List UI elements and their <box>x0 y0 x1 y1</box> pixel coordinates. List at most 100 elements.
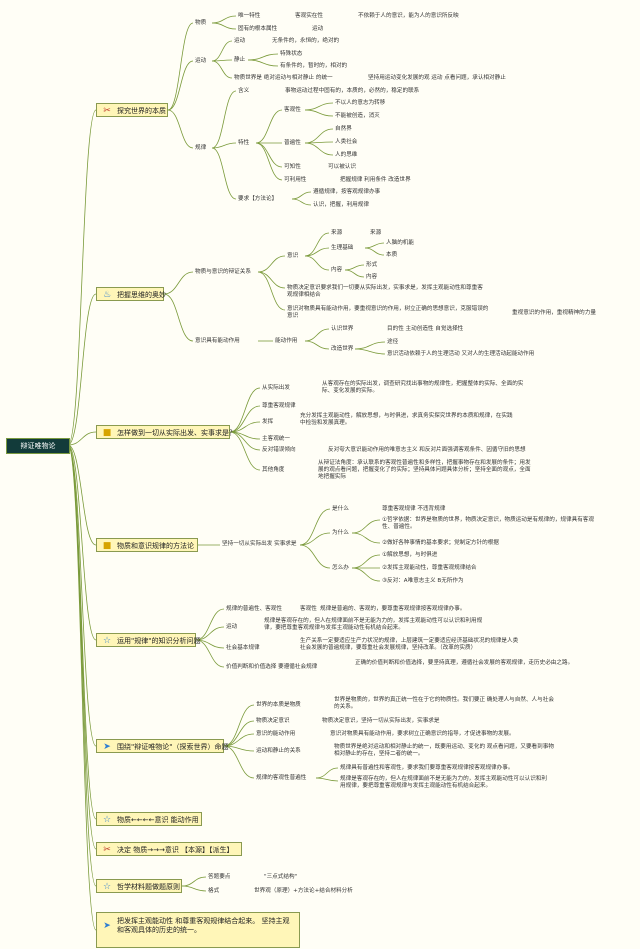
node[interactable]: 来源 <box>331 230 343 236</box>
node[interactable]: 规律是客观存在的，但人在规律面前不是无能为力的，发挥主观能动性可以认识和利用规律… <box>340 776 547 789</box>
node[interactable]: 改造世界 <box>331 346 354 352</box>
node[interactable]: 客观实在性 <box>295 13 323 19</box>
node[interactable]: 世界的本质是物质 <box>256 702 301 708</box>
node[interactable]: 规律的普遍性、客观性 <box>226 606 282 612</box>
node[interactable]: 重视意识的作用，重视精神的力量 <box>512 310 596 316</box>
node[interactable]: ②做好各种事情的基本要求；党制定方针的根据 <box>382 540 499 546</box>
node[interactable]: 人类社会 <box>335 139 358 145</box>
node[interactable]: 意识 <box>287 253 299 259</box>
node[interactable]: 特性 <box>238 140 250 146</box>
node[interactable]: 形式 <box>366 262 378 268</box>
node[interactable]: 运动 <box>226 624 238 630</box>
node[interactable]: "三点式结构" <box>264 874 298 880</box>
node[interactable]: 目的性 主动创造性 自觉选择性 <box>387 326 464 332</box>
node[interactable]: 从实际出发 <box>262 385 290 391</box>
node[interactable]: 规律是客观存在的，但人在规律面前不是无能为力的，发挥主观能动性可以认识和利用规律… <box>264 618 483 631</box>
node[interactable]: 事物运动过程中固有的，本质的，必然的，稳定的联系 <box>285 88 420 94</box>
node[interactable]: 来源 <box>370 230 382 236</box>
node[interactable]: 怎么办 <box>332 565 349 571</box>
node[interactable]: 规律是普遍的、客观的，要尊重客观规律按客观规律办事。 <box>320 606 466 612</box>
node[interactable]: 无条件的，永恒的，绝对的 <box>272 38 340 44</box>
node[interactable]: 主客观统一 <box>262 436 290 442</box>
node[interactable]: 特殊状态 <box>280 51 303 57</box>
node[interactable]: 客观性 <box>284 107 301 113</box>
branch-consciousness-reaction[interactable]: ☆物质←←←←意识 能动作用 <box>96 812 202 826</box>
node[interactable]: 物质世界是 绝对运动与相对静止 的统一 <box>234 75 333 81</box>
node[interactable]: 发挥 <box>262 419 274 425</box>
node[interactable]: 有条件的，暂时的，相对的 <box>280 63 348 69</box>
branch-combine-subjective-objective[interactable]: ➤把发挥主观能动性 和尊重客观规律结合起来。 坚持主观和客观具体的历史的统一。 <box>96 912 300 948</box>
node[interactable]: 规律的客观性普遍性 <box>256 775 307 781</box>
node[interactable]: 内容 <box>366 274 378 280</box>
branch-explore-world[interactable]: ✂探究世界的本质 <box>96 103 168 117</box>
node[interactable]: 反对错误倾向 <box>262 447 296 453</box>
node[interactable]: 从客观存在的实际出发，调查研究找出事物的规律性，把握整体的实际、全面的实际、变化… <box>322 381 524 394</box>
node[interactable]: 固有的根本属性 <box>238 26 278 32</box>
root-node[interactable]: 辩证唯物论 <box>6 438 70 454</box>
branch-seek-truth[interactable]: ■怎样做到一切从实际出发、实事求是？ <box>96 425 236 439</box>
node[interactable]: 尊重客观规律 不违背规律 <box>382 506 446 512</box>
node[interactable]: 可知性 <box>284 164 301 170</box>
node[interactable]: 不以人的意志为转移 <box>335 100 386 106</box>
node[interactable]: 从辩证法角度：承认联系的客观性普遍性和多样性，把握事物存在和发展的条件；用发展的… <box>318 460 531 480</box>
node[interactable]: 要求【方法论】 <box>238 196 278 202</box>
node[interactable]: 物质决定意识要求我们一切要从实际出发，实事求是，发挥主观能动性和尊重客观规律相结… <box>287 285 483 298</box>
node[interactable]: 可利用性 <box>284 177 307 183</box>
node[interactable]: 可以被认识 <box>328 164 356 170</box>
node[interactable]: 运动 <box>234 38 246 44</box>
node[interactable]: ①解放思想，与时俱进 <box>382 552 438 558</box>
node[interactable]: 意识活动依赖于人的生理活动 又对人的生理活动起能动作用 <box>387 351 535 357</box>
node[interactable]: 人脑的机能 <box>386 240 414 246</box>
node-motion[interactable]: 运动 <box>195 58 207 64</box>
node[interactable]: 格式 <box>208 888 220 894</box>
branch-matter-determines[interactable]: ✂决定 物质→→→意识 【本源】【派生】 <box>96 842 242 856</box>
node[interactable]: 坚持一切从实际出发 实事求是 <box>222 541 297 547</box>
node[interactable]: 遵循规律，按客观规律办事 <box>313 189 381 195</box>
node[interactable]: ①哲学依据：世界是物质的世界，物质决定意识，物质运动是有规律的，规律具有客观性、… <box>382 517 594 530</box>
node[interactable]: 能动作用 <box>275 338 298 344</box>
node-matter[interactable]: 物质 <box>195 20 207 26</box>
node[interactable]: 答题要点 <box>208 874 231 880</box>
node[interactable]: 尊重客观规律 <box>262 403 296 409</box>
node[interactable]: 本质 <box>386 252 398 258</box>
node[interactable]: 价值判断和价值选择 要遵循社会规律 <box>226 664 318 670</box>
node[interactable]: ②发挥主观能动性，尊重客观规律结合 <box>382 565 477 571</box>
branch-apply-law[interactable]: ☆运用"规律"的知识分析问题 <box>96 633 200 647</box>
branch-grasp-thinking[interactable]: ♨把握思维的奥妙 <box>96 287 166 301</box>
node[interactable]: 世界是物质的，世界的真正统一性在于它的物质性。我们要正 确处理人与自然、人与社会… <box>334 697 554 710</box>
node[interactable]: 不能被创造，消灭 <box>335 113 380 119</box>
node[interactable]: 其他角度 <box>262 467 285 473</box>
node[interactable]: 规律具有普遍性和客观性，要求我们要尊重客观规律按客观规律办事。 <box>340 765 514 771</box>
node[interactable]: 世界观（原理）+方法论+结合材料分析 <box>254 888 353 894</box>
node[interactable]: 正确的价值判断和价值选择，要坚持真理，遵循社会发展的客观规律，走历史必由之路。 <box>355 660 574 666</box>
node[interactable]: 充分发挥主观能动性，解放思想，与时俱进，求真务实探究世界的本质和规律，在实践中检… <box>300 413 513 426</box>
node[interactable]: 普遍性 <box>284 140 301 146</box>
node[interactable]: 不依赖于人的意识，能为人的意识所反映 <box>358 13 459 19</box>
branch-methodology[interactable]: ■物质和意识规律的方法论 <box>96 538 198 552</box>
node[interactable]: 意识的能动作用 <box>256 731 296 737</box>
node-law[interactable]: 规律 <box>195 145 207 151</box>
branch-answer-principles[interactable]: ☆哲学材料题做题原则 <box>96 879 182 893</box>
node[interactable]: 运动 <box>312 26 324 32</box>
node[interactable]: 物质与意识的辩证关系 <box>195 269 251 275</box>
node[interactable]: 生理基础 <box>331 245 354 251</box>
node[interactable]: 社会基本规律 <box>226 645 260 651</box>
node[interactable]: 反对夸大意识能动作用的唯意志主义 和反对片面强调客观条件、因循守旧的思想 <box>328 447 526 453</box>
node[interactable]: 坚持用运动变化发展的观 运动 点看问题，承认相对静止 <box>368 75 506 81</box>
node[interactable]: 运动和静止的关系 <box>256 748 301 754</box>
node[interactable]: 唯一特性 <box>238 13 261 19</box>
branch-proposition[interactable]: ➤围绕"辩证唯物论"（探索世界）命题 <box>96 739 228 753</box>
node[interactable]: ③反对：A唯意志主义 B无所作为 <box>382 578 464 584</box>
node[interactable]: 内容 <box>331 267 343 273</box>
node[interactable]: 把握规律 利用条件 改造世界 <box>340 177 411 183</box>
node[interactable]: 意识对物质具有能动作用，要求树立正确意识的指导，才促进事物的发展。 <box>330 731 515 737</box>
node[interactable]: 认识世界 <box>331 326 354 332</box>
node[interactable]: 人的思维 <box>335 152 358 158</box>
node[interactable]: 是什么 <box>332 506 349 512</box>
node[interactable]: 认识，把握，利用规律 <box>313 202 369 208</box>
node[interactable]: 自然界 <box>335 126 352 132</box>
node[interactable]: 途径 <box>387 339 399 345</box>
node[interactable]: 物质决定意识 <box>256 718 290 724</box>
node[interactable]: 意识具有能动作用 <box>195 338 240 344</box>
node[interactable]: 客观性 <box>300 606 317 612</box>
